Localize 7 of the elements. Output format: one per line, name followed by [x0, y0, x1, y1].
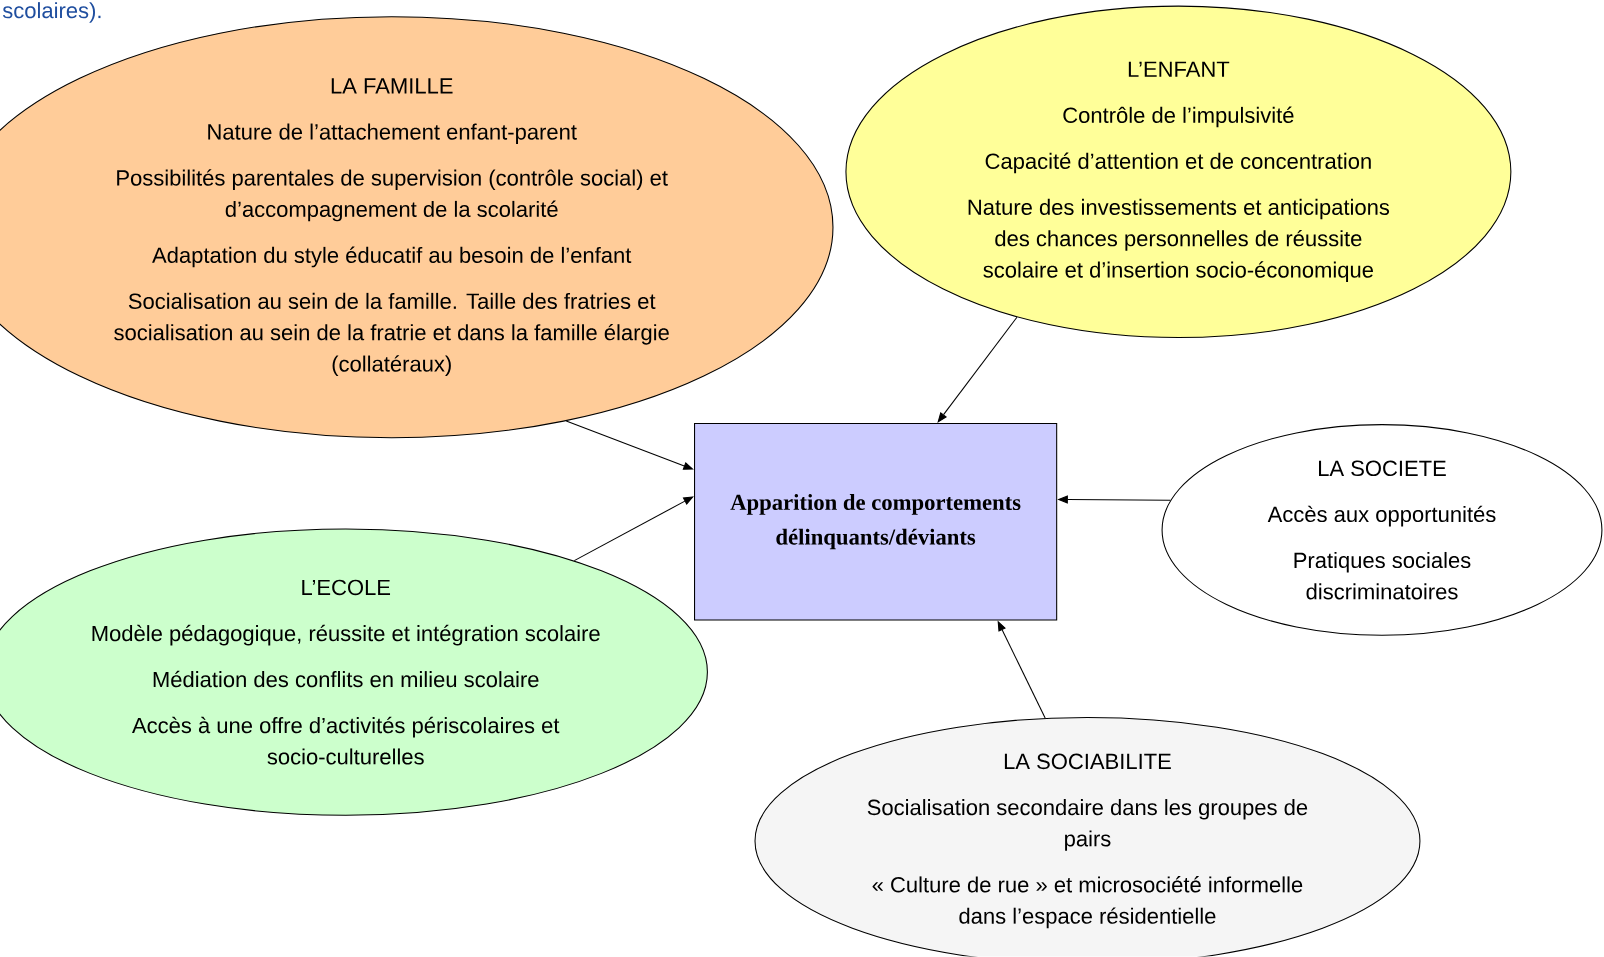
process-box: Apparition de comportements délinquants/déviants — [694, 423, 1058, 621]
arrow — [565, 420, 694, 470]
ellipse-bubble: LA SOCIABILITE Socialisation secondaire dans les groupes de pairs « Culture de rue » et microsociété informelle dans l’espace résidentielle — [754, 717, 1421, 957]
ellipse-bubble: L’ECOLE Modèle pédagogique, réussite et intégration scolaire Médiation des conflits en milieu scolaire Accès à une offre d’activités périscolaires et socio-culturelles — [0, 528, 708, 817]
arrow — [573, 496, 694, 562]
ellipse-bubble: L’ENFANT Contrôle de l’impulsivité Capacité d’attention et de concentration Nature des investissements et anticipations des chances personnelles de réussite scolaire et d’insertion socio-économique — [845, 5, 1512, 339]
ellipse-bubble: LA SOCIETE Accès aux opportunités Pratiques sociales discriminatoires — [1161, 424, 1603, 637]
